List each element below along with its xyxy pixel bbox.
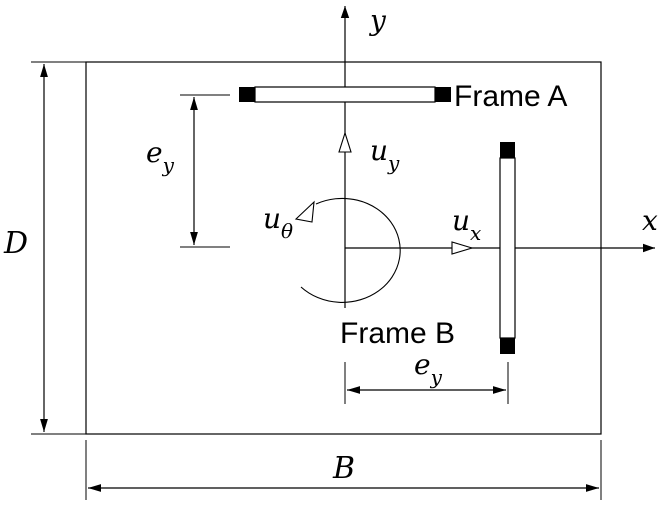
ux-label: ux: [452, 204, 481, 245]
eccentricity-horizontal-label: ey: [414, 348, 443, 389]
uy-displacement: uy: [338, 131, 400, 175]
uy-arrowhead: [338, 131, 352, 153]
eccentricity-vertical: ey: [146, 94, 230, 248]
dimension-d: D: [3, 61, 86, 435]
ux-arrowhead: [451, 241, 474, 255]
frame-b-beam: [499, 157, 516, 339]
width-label: B: [332, 451, 355, 486]
utheta-arc: [300, 197, 401, 303]
utheta-arrowhead: [294, 200, 315, 223]
frame-b-label: Frame B: [340, 317, 455, 350]
frame-a: Frame A: [239, 80, 567, 113]
depth-label: D: [3, 226, 28, 261]
frame-a-beam: [254, 86, 436, 103]
y-axis-label: y: [368, 4, 387, 37]
uy-label: uy: [370, 134, 400, 175]
eccentricity-vertical-label: ey: [146, 136, 175, 177]
eccentricity-horizontal: ey: [344, 348, 509, 404]
frame-a-right-column: [435, 87, 451, 102]
frame-b-bottom-column: [500, 338, 515, 354]
y-axis: y: [340, 4, 387, 308]
dimension-b: B: [85, 440, 602, 500]
frame-a-label: Frame A: [454, 80, 567, 113]
ux-displacement: ux: [451, 204, 481, 255]
utheta-rotation: uθ: [263, 197, 401, 303]
x-axis-label: x: [642, 204, 658, 237]
frame-b-top-column: [500, 142, 515, 158]
frame-b: Frame B: [340, 142, 516, 354]
utheta-label: uθ: [263, 202, 293, 243]
frame-a-left-column: [239, 87, 255, 102]
